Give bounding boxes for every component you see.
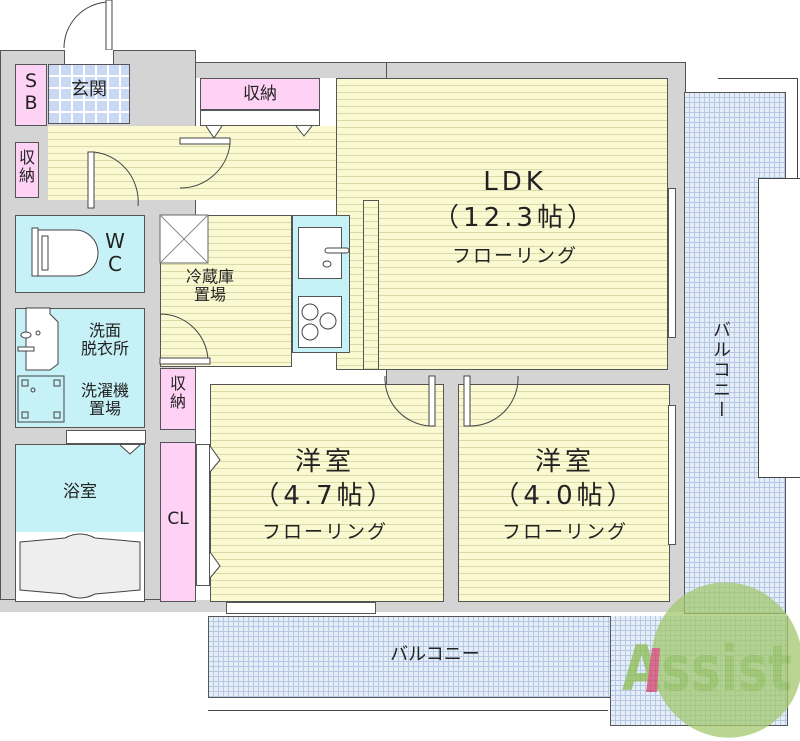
bathroom-label: 浴室 [63,482,97,502]
faucet-icon [322,247,350,268]
assist-logo-icon: Assist [622,582,800,738]
ldk-door-icon [179,137,231,189]
western-room-1-door-icon [384,375,436,427]
bathroom-door-mark-icon [119,444,141,455]
toilet-door-icon [87,151,139,209]
storage-middle: 収 納 [160,368,196,430]
wash-basin-icon [17,307,59,371]
toilet-fixture-icon [31,227,99,277]
western-room-1-size: （4.7帖） [253,481,397,511]
stove-burners-icon [301,303,337,341]
entrance-door-opening[interactable] [64,50,114,66]
storage-left: 収 納 [15,142,39,198]
western-room-1 [210,384,444,602]
western-room-2-floor: フローリング [501,521,628,543]
western-room-2-name: 洋室 [534,447,595,477]
western-room-2-window[interactable] [668,405,676,545]
storage-top: 収納 [200,78,320,110]
western-room-2-size: （4.0帖） [493,481,637,511]
fridge-space-label: 冷蔵庫 置場 [185,267,234,305]
closet-label: CL [167,509,189,529]
western-room-2-door-icon [463,375,519,427]
shoe-box: S B [15,64,47,126]
ldk-kitchen-strip [363,200,379,370]
washing-machine-icon [17,375,65,423]
fridge-icon [159,214,209,264]
closet-doors[interactable] [196,444,210,586]
outer-wall-top [196,62,386,78]
closet [160,442,196,602]
closet-door-marks-icon [209,445,221,579]
western-room-1-name: 洋室 [294,447,355,477]
east-balcony-label: バルコニー [710,320,731,420]
ldk-window[interactable] [668,188,676,338]
ldk [336,78,668,370]
entrance-label: 玄関 [71,79,107,100]
fridge-door-icon [159,313,211,365]
western-room-1-window[interactable] [226,602,376,614]
washer-space-label: 洗濯機 置場 [80,381,129,419]
bathroom [15,444,145,532]
washroom-label: 洗面 脱衣所 [80,321,129,359]
entrance [48,64,130,124]
toilet-label: W C [105,229,125,276]
south-balcony-label: バルコニー [390,644,480,665]
ldk-size: （12.3帖） [433,203,597,233]
ldk-floor: フローリング [451,245,578,267]
ldk-name: LDK [483,167,547,197]
east-balcony-cutout [758,178,800,478]
bathtub-icon [19,533,141,599]
western-room-1-floor: フローリング [261,521,388,543]
svg-text:Assist: Assist [622,632,792,705]
bathroom-door[interactable] [66,430,146,444]
entrance-door-icon [63,0,113,51]
storage-top-doors[interactable] [200,110,320,126]
south-balcony-outline [208,710,608,711]
